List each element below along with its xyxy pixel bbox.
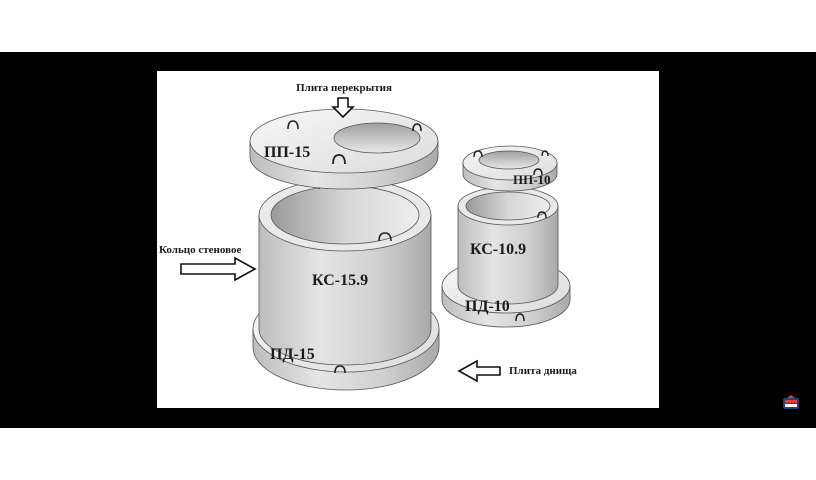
part-label-cover-small: ПП-10: [513, 172, 551, 187]
part-label-base-large: ПД-15: [270, 346, 315, 363]
cover-slab-small: [462, 145, 558, 192]
hatch-opening: [478, 150, 540, 170]
lifting-loop-icon: [473, 150, 483, 158]
lifting-loop-icon: [537, 211, 547, 219]
lifting-loop-icon: [378, 232, 392, 242]
part-label-ring-small: КС-10.9: [470, 241, 526, 258]
hatch-opening: [333, 122, 421, 154]
lifting-loop-icon: [412, 123, 422, 132]
left-arrow-icon: [457, 359, 501, 383]
right-arrow-icon: [180, 256, 257, 282]
channel-logo-icon: [782, 395, 800, 411]
wall-ring-large: [258, 178, 432, 366]
lifting-loop-icon: [332, 154, 346, 165]
diagram-slide: Плита перекрытия Кольцо стеновое Плита д…: [157, 71, 659, 408]
lifting-loop-icon: [533, 168, 543, 176]
down-arrow-icon: [331, 97, 355, 119]
label-top-cover: Плита перекрытия: [296, 82, 392, 94]
lifting-loop-icon: [515, 313, 525, 322]
wall-ring-small: [457, 186, 559, 305]
part-label-cover-large: ПП-15: [264, 144, 310, 161]
label-wall-ring: Кольцо стеновое: [159, 244, 241, 256]
lifting-loop-icon: [541, 150, 549, 157]
label-bottom-plate: Плита днища: [509, 365, 577, 377]
part-label-ring-large: КС-15.9: [312, 272, 368, 289]
lifting-loop-icon: [287, 120, 299, 130]
cover-slab-large: [249, 108, 439, 190]
lifting-loop-icon: [334, 365, 346, 374]
well-rings-diagram: Плита перекрытия Кольцо стеновое Плита д…: [159, 82, 577, 391]
part-label-base-small: ПД-10: [465, 298, 510, 315]
